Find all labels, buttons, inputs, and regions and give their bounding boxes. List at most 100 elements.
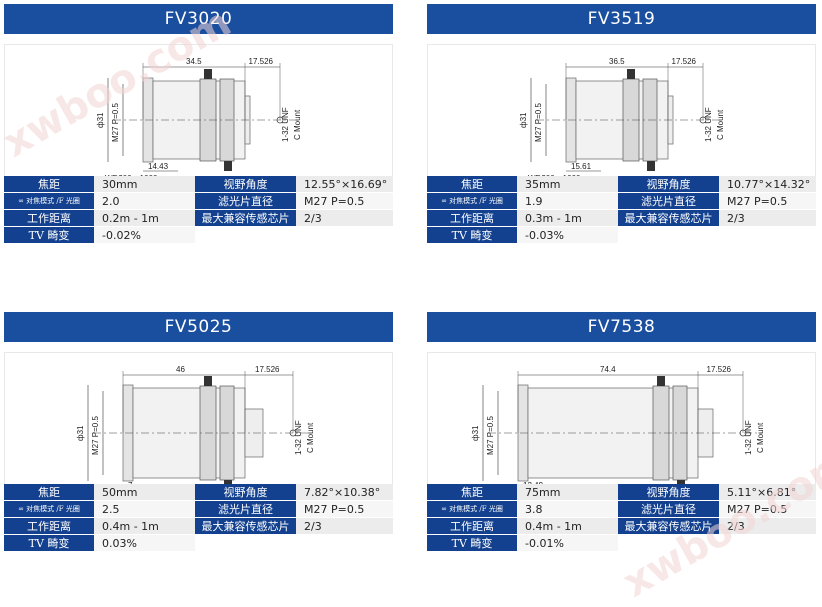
spec-value: 30mm xyxy=(94,176,195,193)
spec-value: 2/3 xyxy=(296,209,393,227)
lens-title: FV5025 xyxy=(4,312,393,342)
spec-label: ∞ 对焦模式 /F 光圈 xyxy=(4,192,94,210)
spec-label: TV 畸变 xyxy=(4,226,94,244)
thread-dimension: M27 P=0.5 xyxy=(534,103,543,142)
spec-label: 焦距 xyxy=(427,484,517,501)
spec-value: 2/3 xyxy=(296,517,393,535)
spec-value: -0.03% xyxy=(517,226,618,244)
spec-label xyxy=(195,534,296,552)
spec-label: 工作距离 xyxy=(4,209,94,227)
spec-label xyxy=(618,534,719,552)
spec-label: 滤光片直径 xyxy=(195,192,296,210)
spec-value: M27 P=0.5 xyxy=(719,192,816,210)
lock-screw xyxy=(627,69,635,79)
front-dimension: 15.61 xyxy=(571,162,592,171)
length-dimension: 46 xyxy=(176,365,185,374)
spec-label: 最大兼容传感芯片 xyxy=(195,209,296,227)
spec-value: 0.2m - 1m xyxy=(94,209,195,227)
spec-label: 最大兼容传感芯片 xyxy=(618,209,719,227)
spec-value: -0.01% xyxy=(517,534,618,552)
spec-label: 工作距离 xyxy=(427,517,517,535)
spec-label: 视野角度 xyxy=(195,176,296,193)
thread-dimension: M27 P=0.5 xyxy=(111,103,120,142)
spec-value xyxy=(719,534,816,552)
mount-thread-label: 1-32 UNF xyxy=(744,420,753,455)
spec-value xyxy=(719,226,816,244)
spec-label: 视野角度 xyxy=(618,484,719,501)
diameter-dimension: ф31 xyxy=(76,425,85,441)
mount-type-label: C Mount xyxy=(756,422,765,453)
spec-value: 10.77°×14.32° xyxy=(719,176,816,193)
spec-value: 35mm xyxy=(517,176,618,193)
spec-label: TV 畸变 xyxy=(427,226,517,244)
spec-value: 2/3 xyxy=(719,517,816,535)
thread-dimension: M27 P=0.5 xyxy=(486,416,495,455)
spec-value xyxy=(296,226,393,244)
lens-title: FV3519 xyxy=(427,4,816,34)
spec-value: 75mm xyxy=(517,484,618,501)
spec-value: 2.5 xyxy=(94,500,195,518)
lock-screw xyxy=(657,376,665,386)
spec-label: 滤光片直径 xyxy=(195,500,296,518)
spec-value: M27 P=0.5 xyxy=(296,500,393,518)
spec-label xyxy=(618,226,719,244)
spec-value xyxy=(296,534,393,552)
spec-label: ∞ 对焦模式 /F 光圈 xyxy=(427,192,517,210)
diameter-dimension: ф31 xyxy=(519,112,528,128)
spec-value: 0.4m - 1m xyxy=(94,517,195,535)
mount-thread-label: 1-32 UNF xyxy=(281,107,290,142)
spec-value: 7.82°×10.38° xyxy=(296,484,393,501)
diameter-dimension: ф31 xyxy=(471,425,480,441)
spec-row: TV 畸变-0.02% xyxy=(4,226,393,244)
spec-value: 3.8 xyxy=(517,500,618,518)
mount-thread-label: 1-32 UNF xyxy=(704,107,713,142)
spec-value: 0.4m - 1m xyxy=(517,517,618,535)
spec-label: 工作距离 xyxy=(427,209,517,227)
spec-label: ∞ 对焦模式 /F 光圈 xyxy=(4,500,94,518)
spec-label: 滤光片直径 xyxy=(618,192,719,210)
mount-thread-label: 1-32 UNF xyxy=(294,420,303,455)
spec-label xyxy=(195,226,296,244)
spec-value: 12.55°×16.69° xyxy=(296,176,393,193)
spec-label: ∞ 对焦模式 /F 光圈 xyxy=(427,500,517,518)
spec-value: -0.02% xyxy=(94,226,195,244)
length-dimension: 34.5 xyxy=(186,57,202,66)
flange-dimension: 17.526 xyxy=(255,365,280,374)
spec-value: 50mm xyxy=(94,484,195,501)
length-dimension: 74.4 xyxy=(600,365,616,374)
flange-dimension: 17.526 xyxy=(672,57,697,66)
spec-value: 0.3m - 1m xyxy=(517,209,618,227)
front-dimension: 14.43 xyxy=(148,162,169,171)
lock-screw xyxy=(204,376,212,386)
spec-value: M27 P=0.5 xyxy=(296,192,393,210)
length-dimension: 36.5 xyxy=(609,57,625,66)
lens-title: FV3020 xyxy=(4,4,393,34)
flange-dimension: 17.526 xyxy=(707,365,732,374)
lens-title: FV7538 xyxy=(427,312,816,342)
flange-dimension: 17.526 xyxy=(249,57,274,66)
spec-label: 焦距 xyxy=(4,176,94,193)
spec-label: 滤光片直径 xyxy=(618,500,719,518)
spec-label: 视野角度 xyxy=(618,176,719,193)
spec-value: 2/3 xyxy=(719,209,816,227)
spec-label: TV 畸变 xyxy=(427,534,517,552)
lock-screw xyxy=(224,161,232,171)
